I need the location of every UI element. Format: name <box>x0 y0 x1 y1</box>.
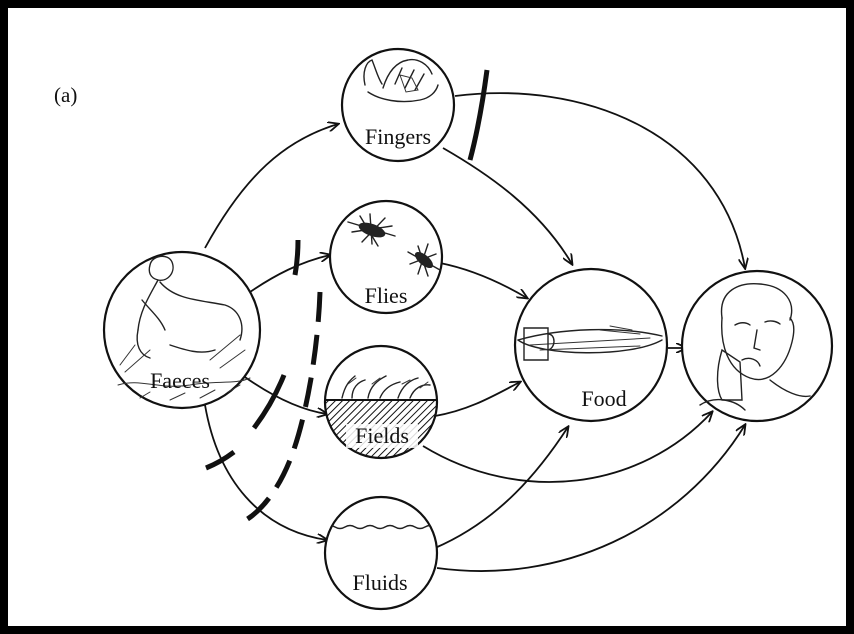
arrow-fluids-food <box>434 427 568 549</box>
arrow-faeces-fluids <box>204 404 327 540</box>
arrow-faeces-fingers <box>204 124 338 249</box>
diagram-frame: (a) Fa <box>8 8 846 626</box>
node-flies: Flies <box>328 199 444 315</box>
water-surface-icon <box>325 524 437 530</box>
hands-icon <box>363 58 439 103</box>
transmission-arrows <box>204 92 745 572</box>
faeces-label: Faeces <box>150 368 210 393</box>
person-eating-icon <box>699 283 811 411</box>
plants-icon <box>341 375 431 399</box>
barrier-fluids <box>205 449 236 471</box>
barrier-fingers <box>467 69 490 161</box>
barrier-flies <box>292 239 301 276</box>
barriers <box>205 69 490 523</box>
fields-label: Fields <box>355 423 409 448</box>
barrier-arc <box>244 291 323 523</box>
panel-label: (a) <box>54 83 77 107</box>
node-fingers: Fingers <box>340 47 456 163</box>
squatting-person-icon <box>117 255 251 401</box>
node-fields: Fields <box>323 344 439 460</box>
node-mouth <box>680 269 834 423</box>
arrow-fields-food <box>434 382 520 417</box>
node-faeces: Faeces <box>102 250 262 410</box>
barrier-fields <box>251 374 287 430</box>
food-plate-icon <box>517 325 663 361</box>
arrow-flies-food <box>439 262 527 298</box>
arrow-faeces-fields <box>241 374 327 414</box>
node-fluids: Fluids <box>323 495 439 611</box>
fingers-label: Fingers <box>365 124 431 149</box>
node-food: Food <box>513 267 669 423</box>
arrow-fingers-mouth <box>454 92 745 268</box>
food-label: Food <box>581 386 626 411</box>
flies-label: Flies <box>365 283 408 308</box>
f-diagram: (a) Fa <box>54 47 834 611</box>
arrow-faeces-flies <box>249 255 330 293</box>
arrow-fingers-food <box>442 147 572 264</box>
fluids-label: Fluids <box>352 570 407 595</box>
flies-icon <box>347 213 441 277</box>
arrow-fluids-mouth <box>436 425 745 572</box>
arrow-fields-mouth <box>422 412 712 483</box>
